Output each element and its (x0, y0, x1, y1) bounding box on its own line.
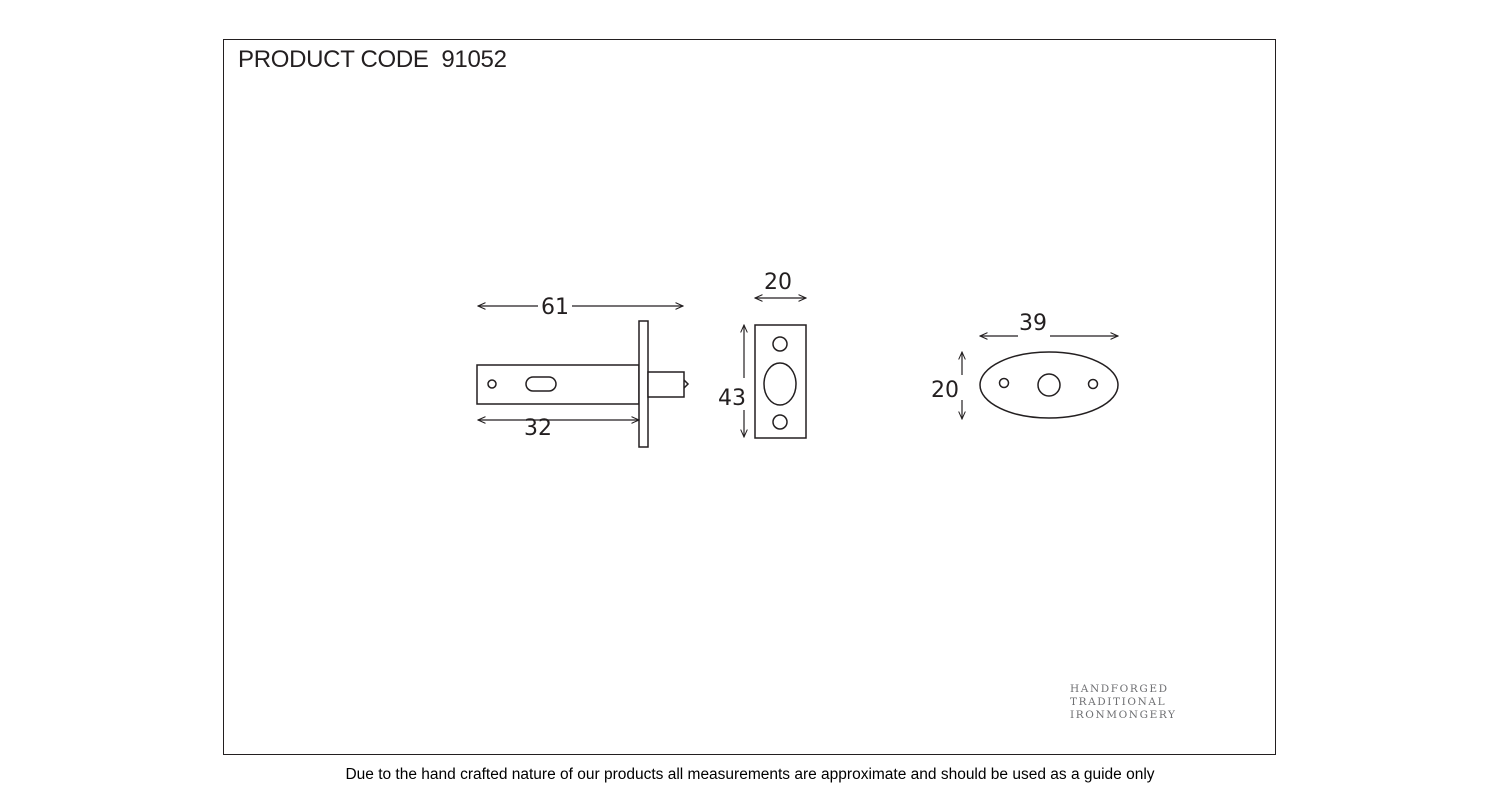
striker-plate-view (979, 351, 1119, 419)
product-code-title: PRODUCT CODE 91052 (238, 46, 507, 73)
dim-label-latch-body: 32 (524, 416, 552, 441)
brand-line-3: IRONMONGERY (1070, 709, 1177, 721)
measurement-disclaimer: Due to the hand crafted nature of our pr… (345, 766, 1155, 783)
brand-logo-text: HANDFORGED TRADITIONAL IRONMONGERY (1070, 683, 1177, 722)
dim-label-striker-width: 39 (1019, 311, 1047, 336)
latch-bolt-tip (683, 379, 690, 389)
dim-label-latch-overall: 61 (541, 295, 569, 320)
latch-fixing-hole (487, 379, 497, 389)
forend-bolt-hole (763, 362, 797, 406)
forend-front-view (754, 324, 807, 439)
drawing-frame (223, 39, 1276, 755)
dim-label-forend-height: 43 (718, 386, 746, 411)
latch-case (476, 364, 640, 405)
forend-screw-hole-bottom (772, 414, 788, 430)
forend-screw-hole-top (772, 336, 788, 352)
brand-line-1: HANDFORGED (1070, 683, 1169, 695)
latch-follower-slot (525, 376, 557, 392)
latch-forend-plate (638, 320, 649, 448)
dim-label-forend-width: 20 (764, 270, 792, 295)
latch-side-view (476, 320, 690, 448)
striker-screw-hole-left (998, 377, 1010, 389)
striker-screw-hole-right (1087, 378, 1099, 390)
striker-centre-hole (1037, 373, 1061, 397)
latch-bolt (647, 371, 685, 398)
dim-label-striker-height: 20 (931, 378, 959, 403)
brand-line-2: TRADITIONAL (1070, 696, 1167, 708)
